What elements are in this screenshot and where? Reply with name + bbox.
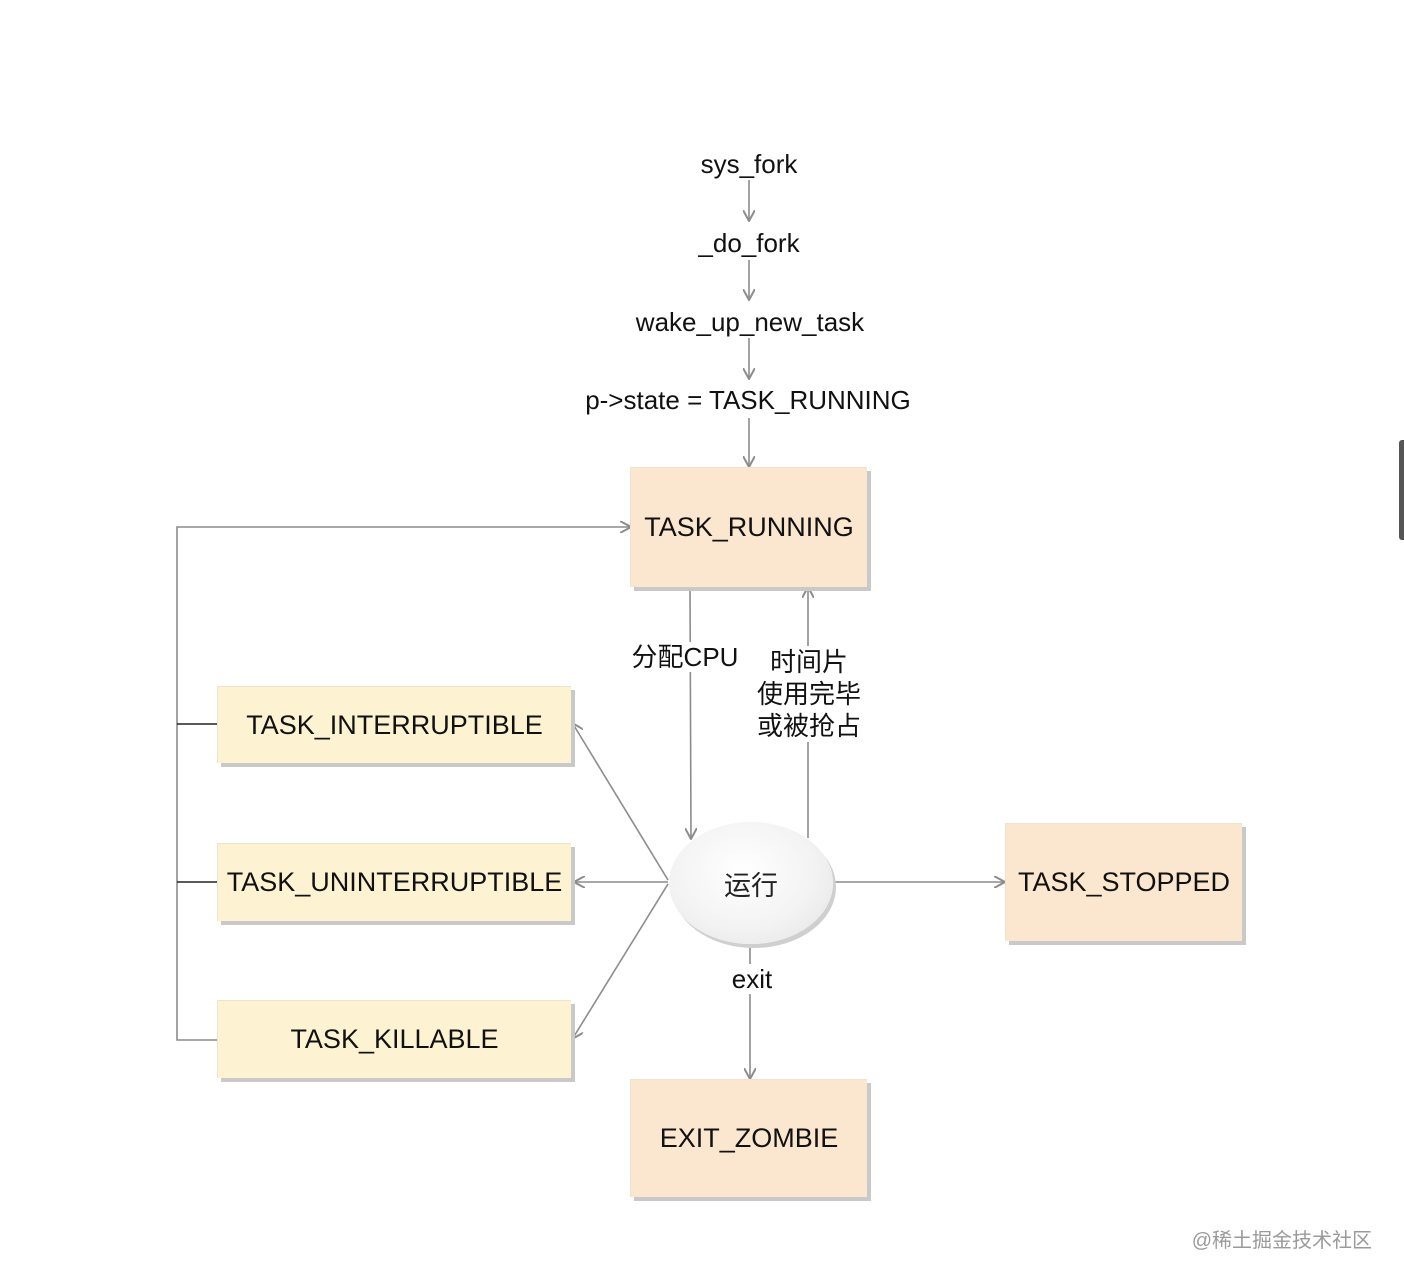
state-task-interruptible: TASK_INTERRUPTIBLE — [217, 686, 571, 763]
arrow-wakeup-loop — [176, 527, 630, 1041]
label-sys-fork: sys_fork — [700, 149, 798, 179]
label-timeslice-done: 时间片 使用完毕 或被抢占 — [744, 646, 874, 742]
label-state-assign: p->state = TASK_RUNNING — [585, 385, 911, 415]
scrollbar-thumb[interactable] — [1399, 440, 1404, 540]
state-task-killable: TASK_KILLABLE — [217, 1000, 571, 1078]
state-exit-zombie: EXIT_ZOMBIE — [630, 1079, 867, 1197]
state-task-stopped: TASK_STOPPED — [1005, 823, 1242, 941]
arrow-to-interruptible — [573, 724, 669, 881]
arrow-assign-cpu — [690, 587, 691, 838]
state-task-running: TASK_RUNNING — [630, 467, 867, 587]
node-running: 运行 — [669, 822, 833, 944]
label-wake-up-new-task: wake_up_new_task — [635, 307, 865, 337]
label-do-fork: _do_fork — [698, 228, 800, 258]
state-task-uninterruptible: TASK_UNINTERRUPTIBLE — [217, 843, 571, 921]
label-exit: exit — [722, 964, 782, 994]
arrow-to-killable — [573, 883, 669, 1038]
watermark: @稀土掘金技术社区 — [1191, 1230, 1372, 1252]
label-assign-cpu: 分配CPU — [618, 642, 752, 672]
